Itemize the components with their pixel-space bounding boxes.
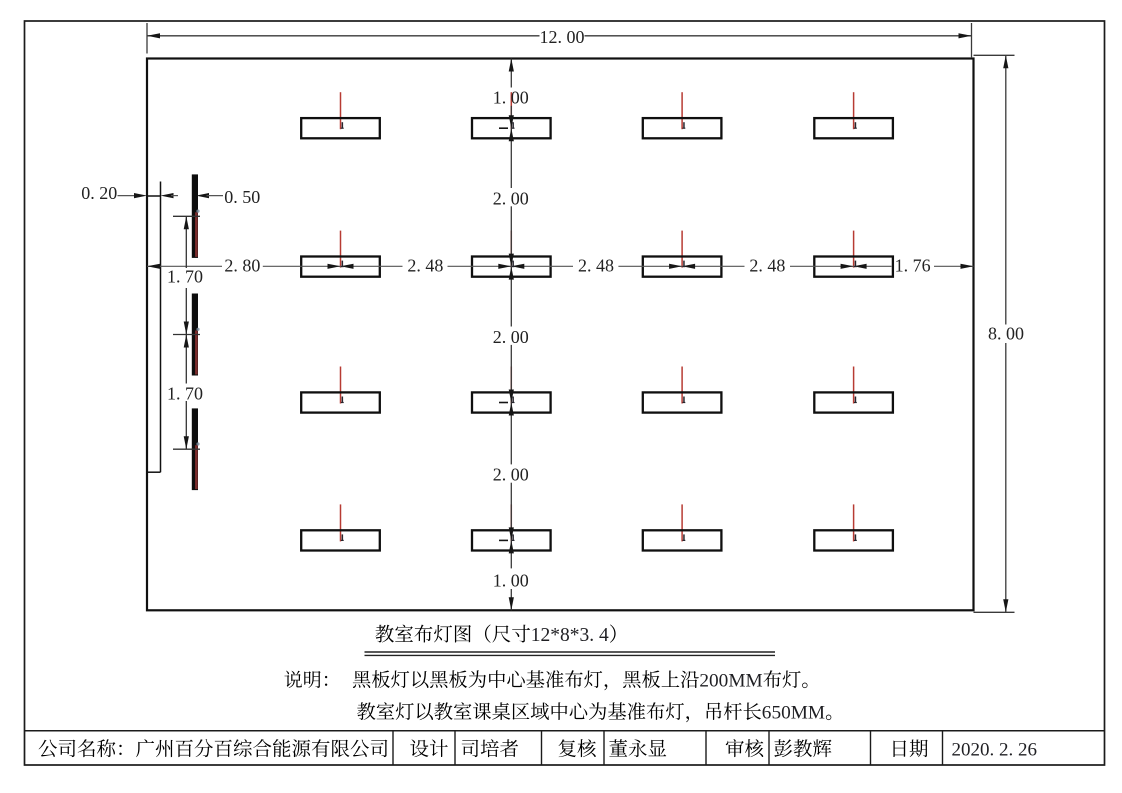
svg-text:2. 48: 2. 48 [749, 255, 785, 275]
svg-text:2. 00: 2. 00 [493, 465, 529, 485]
svg-text:2. 00: 2. 00 [493, 188, 529, 208]
svg-text:0. 50: 0. 50 [224, 187, 260, 207]
svg-text:12. 00: 12. 00 [540, 27, 585, 47]
svg-text:1. 70: 1. 70 [167, 266, 203, 286]
svg-text:2. 48: 2. 48 [578, 255, 614, 275]
svg-text:2. 00: 2. 00 [493, 327, 529, 347]
svg-text:0. 20: 0. 20 [81, 183, 117, 203]
svg-text:2020. 2. 26: 2020. 2. 26 [952, 740, 1038, 761]
svg-text:650MM: 650MM [762, 703, 825, 724]
svg-text:2. 48: 2. 48 [407, 255, 443, 275]
svg-text:1. 00: 1. 00 [493, 88, 529, 108]
svg-text:200MM: 200MM [699, 671, 762, 692]
svg-text:2. 80: 2. 80 [224, 255, 260, 275]
svg-text:1. 70: 1. 70 [167, 383, 203, 403]
svg-text:8. 00: 8. 00 [988, 324, 1024, 344]
svg-text:1. 00: 1. 00 [493, 570, 529, 590]
svg-text:12*8*3. 4: 12*8*3. 4 [531, 625, 609, 646]
svg-text:1. 76: 1. 76 [895, 255, 931, 275]
